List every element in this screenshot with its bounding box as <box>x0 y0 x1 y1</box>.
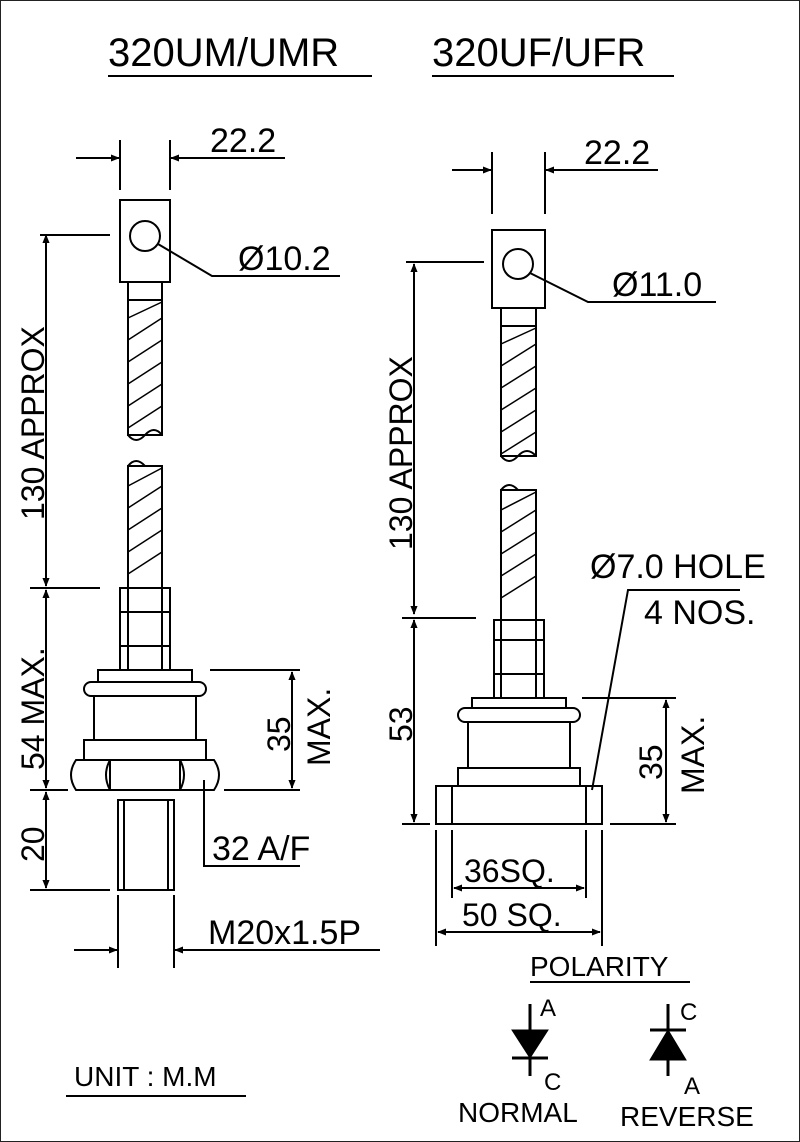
diode-normal-symbol <box>511 1004 549 1076</box>
right-base-height-value: 35 <box>633 744 669 780</box>
right-mount-hole: Ø7.0 HOLE <box>590 548 766 586</box>
title-right: 320UF/UFR <box>432 31 645 75</box>
left-terminal-width: 22.2 <box>210 122 276 160</box>
left-hex-size: 32 A/F <box>212 830 310 868</box>
right-lead-length: 130 APPROX <box>383 356 419 550</box>
right-base-height-suffix: MAX. <box>675 716 711 794</box>
right-device <box>402 152 740 946</box>
normal-bottom-label: C <box>544 1069 561 1096</box>
diode-reverse-symbol <box>649 1004 687 1076</box>
left-stud-length: 20 <box>15 826 51 862</box>
reverse-top-label: C <box>680 999 697 1026</box>
right-body-height: 53 <box>383 706 419 742</box>
right-mount-hole-count: 4 NOS. <box>644 594 755 632</box>
polarity-heading: POLARITY <box>530 951 669 982</box>
left-device <box>30 140 380 968</box>
normal-label: NORMAL <box>458 1097 578 1128</box>
left-lead-length: 130 APPROX <box>15 326 51 520</box>
left-body-height: 54 MAX. <box>15 647 51 770</box>
right-terminal-width: 22.2 <box>584 134 650 172</box>
left-base-height-value: 35 <box>261 716 297 752</box>
right-hole-diameter: Ø11.0 <box>612 266 702 304</box>
title-left: 320UM/UMR <box>108 31 339 75</box>
left-thread: M20x1.5P <box>208 914 361 952</box>
reverse-bottom-label: A <box>684 1073 700 1100</box>
left-hole-diameter: Ø10.2 <box>238 240 331 278</box>
unit-note: UNIT : M.M <box>74 1061 217 1092</box>
right-outer-square: 50 SQ. <box>462 897 562 933</box>
right-inner-square: 36SQ. <box>464 853 555 889</box>
reverse-label: REVERSE <box>620 1101 754 1132</box>
left-base-height-suffix: MAX. <box>301 688 337 766</box>
normal-top-label: A <box>540 995 556 1022</box>
